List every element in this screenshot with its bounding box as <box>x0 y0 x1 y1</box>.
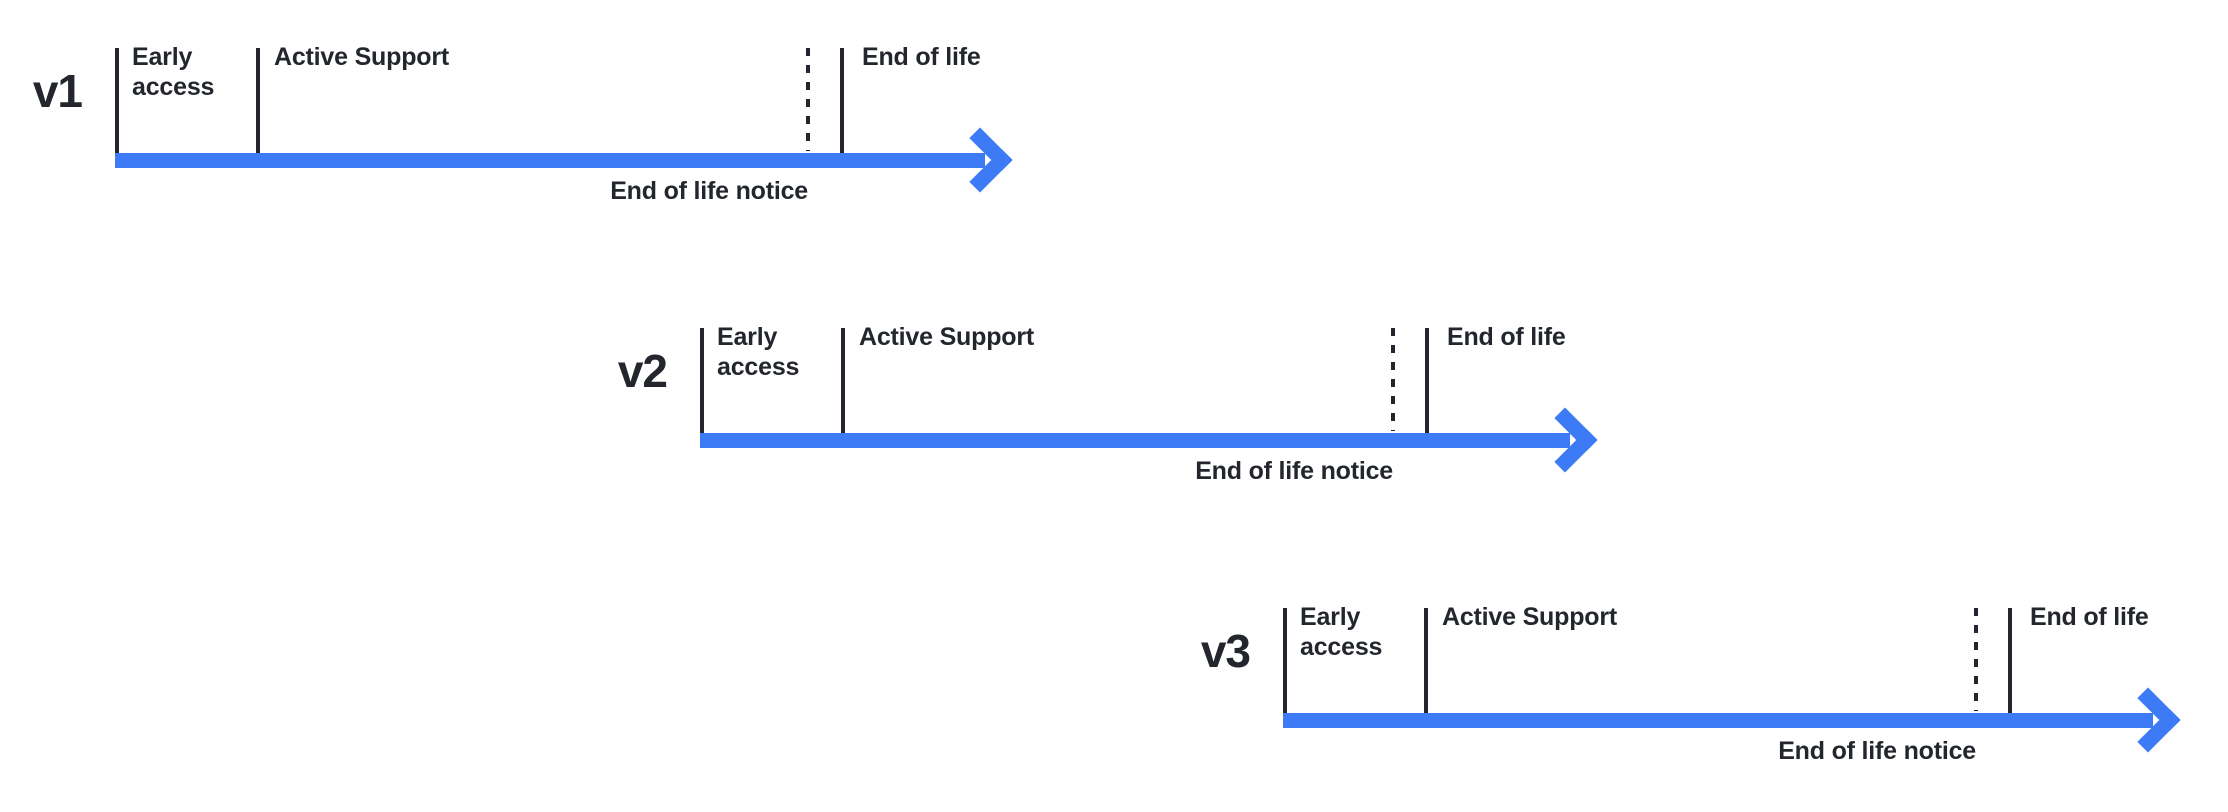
early-access-start-tick <box>1283 608 1287 713</box>
early-access-label: Early access <box>1300 603 1383 661</box>
version-label: v2 <box>617 345 668 397</box>
early-access-label: Early access <box>132 43 215 101</box>
timeline-arrow-head-icon <box>947 127 1013 193</box>
active-support-label: Active Support <box>859 323 1034 351</box>
end-of-life-label: End of life <box>1447 323 1566 351</box>
end-of-life-tick <box>2008 608 2012 713</box>
version-label: v3 <box>1200 625 1251 677</box>
end-of-life-notice-dashed-line <box>1391 328 1395 431</box>
end-of-life-notice-dashed-line <box>1974 608 1978 711</box>
active-support-start-tick <box>1424 608 1428 713</box>
active-support-start-tick <box>256 48 260 153</box>
timeline-v1: v1 Early access Active Support End of li… <box>0 0 1100 230</box>
timeline-arrow-head-icon <box>1532 407 1598 473</box>
early-access-start-tick <box>115 48 119 153</box>
end-of-life-notice-label: End of life notice <box>1195 457 1393 485</box>
timeline-arrow-head-icon <box>2115 687 2181 753</box>
end-of-life-notice-dashed-line <box>806 48 810 151</box>
version-label: v1 <box>32 65 83 117</box>
end-of-life-notice-label: End of life notice <box>1778 737 1976 765</box>
timeline-arrow-shaft <box>115 153 985 168</box>
early-access-label: Early access <box>717 323 800 381</box>
timeline-v3: v3 Early access Active Support End of li… <box>1168 560 2228 790</box>
end-of-life-tick <box>840 48 844 153</box>
end-of-life-label: End of life <box>2030 603 2149 631</box>
active-support-start-tick <box>841 328 845 433</box>
timeline-arrow-shaft <box>1283 713 2153 728</box>
active-support-label: Active Support <box>1442 603 1617 631</box>
timeline-arrow-shaft <box>700 433 1570 448</box>
end-of-life-label: End of life <box>862 43 981 71</box>
timeline-v2: v2 Early access Active Support End of li… <box>585 280 1685 510</box>
end-of-life-notice-label: End of life notice <box>610 177 808 205</box>
active-support-label: Active Support <box>274 43 449 71</box>
early-access-start-tick <box>700 328 704 433</box>
end-of-life-tick <box>1425 328 1429 433</box>
